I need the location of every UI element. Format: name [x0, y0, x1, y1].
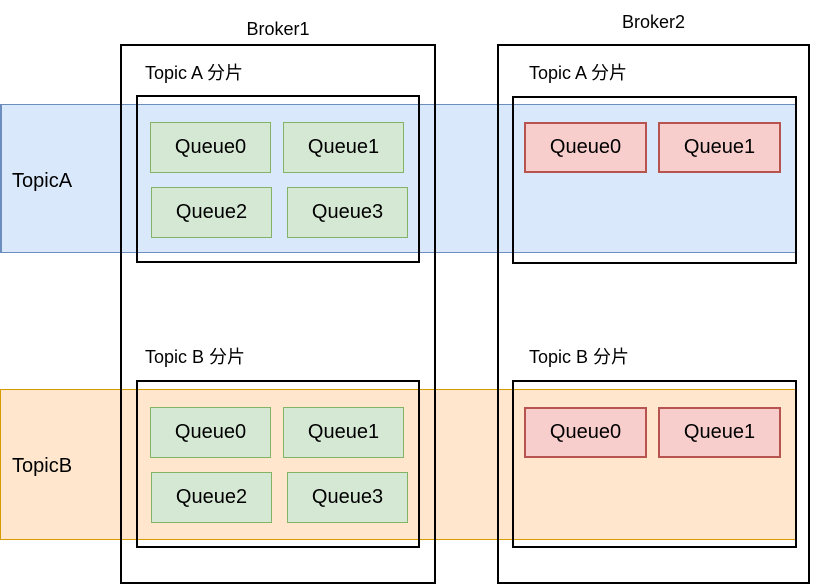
- broker2-box: [497, 44, 810, 584]
- broker2-topic-a-queue1: Queue1: [658, 122, 781, 173]
- broker2-topic-b-queue1: Queue1: [658, 407, 781, 458]
- broker2-topic-a-shard-title: Topic A 分片: [529, 63, 628, 83]
- broker2-topic-a-queue0: Queue0: [524, 122, 647, 173]
- broker1-box: [120, 44, 436, 584]
- broker1-topic-a-queue0: Queue0: [150, 122, 271, 173]
- broker1-topic-b-queue0: Queue0: [150, 407, 271, 458]
- broker1-topic-b-queue2: Queue2: [151, 472, 272, 523]
- broker2-title: Broker2: [621, 12, 686, 32]
- topic-a-band-label: TopicA: [12, 170, 73, 192]
- broker2-topic-b-shard-title: Topic B 分片: [529, 347, 630, 367]
- broker1-topic-b-queue3: Queue3: [287, 472, 408, 523]
- broker1-title: Broker1: [246, 19, 310, 39]
- broker1-topic-a-queue2: Queue2: [151, 187, 272, 238]
- broker1-topic-b-shard-box: [136, 380, 420, 548]
- broker1-topic-a-shard-box: [136, 95, 420, 263]
- broker1-topic-b-queue1: Queue1: [283, 407, 404, 458]
- broker1-topic-b-shard-title: Topic B 分片: [145, 347, 246, 367]
- broker2-topic-b-shard-box: [512, 380, 797, 548]
- broker1-topic-a-queue1: Queue1: [283, 122, 404, 173]
- broker1-topic-a-queue3: Queue3: [287, 187, 408, 238]
- broker2-topic-b-queue0: Queue0: [524, 407, 647, 458]
- broker2-topic-a-shard-box: [512, 96, 797, 264]
- topic-b-band-label: TopicB: [12, 455, 73, 477]
- broker1-topic-a-shard-title: Topic A 分片: [145, 63, 244, 83]
